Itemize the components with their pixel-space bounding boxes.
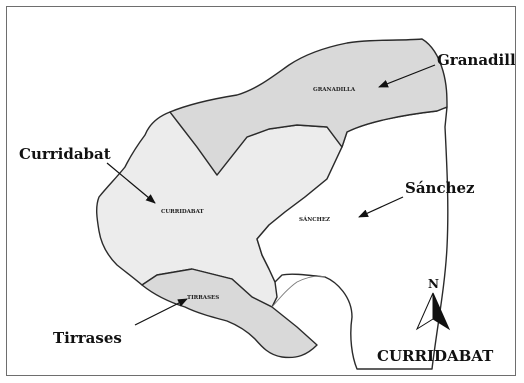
callout-granadilla: Granadilla [437,51,515,69]
map-frame: GRANADILLA CURRIDABAT SÁNCHEZ TIRRASES G… [6,6,516,376]
map-title: CURRIDABAT [377,347,494,365]
callout-curridabat: Curridabat [19,145,111,163]
label-granadilla: GRANADILLA [313,87,356,93]
label-curridabat: CURRIDABAT [161,209,205,215]
north-arrow-icon [415,292,451,331]
label-tirrases: TIRRASES [187,295,219,301]
callout-tirrases: Tirrases [53,329,122,347]
boundary-sanchez-tirrases [271,275,326,308]
leader-sanchez [358,196,404,218]
callout-sanchez: Sánchez [405,179,475,197]
district-tirrases[interactable] [141,268,318,359]
leader-curridabat [106,162,156,204]
label-sanchez: SÁNCHEZ [299,216,330,223]
leader-tirrases [134,298,188,326]
district-granadilla[interactable] [169,38,448,176]
curridabat-map: GRANADILLA CURRIDABAT SÁNCHEZ TIRRASES G… [19,38,515,370]
north-letter: N [428,277,439,291]
leader-granadilla [378,64,436,88]
